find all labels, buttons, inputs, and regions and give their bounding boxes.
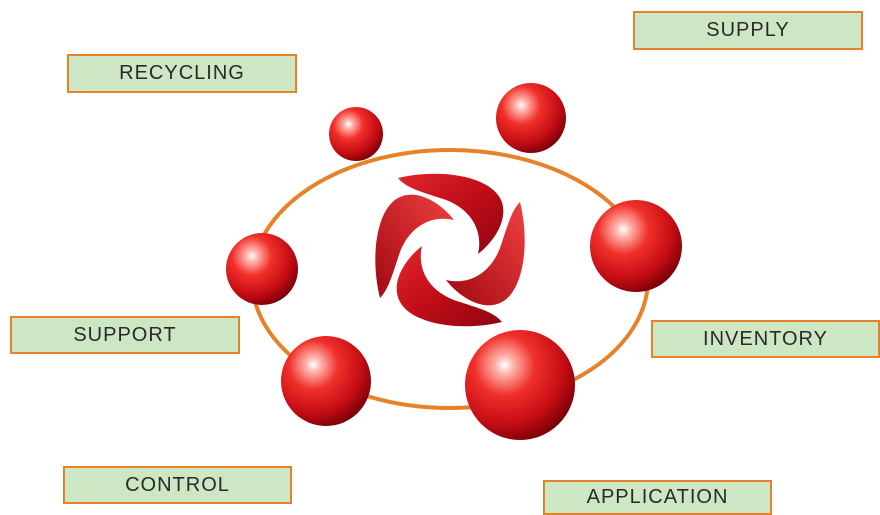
label-support: SUPPORT <box>10 316 240 354</box>
label-supply-text: SUPPLY <box>706 19 790 41</box>
label-application-text: APPLICATION <box>586 486 729 508</box>
label-supply: SUPPLY <box>633 11 863 50</box>
label-control: CONTROL <box>63 466 292 504</box>
sphere-support <box>226 233 298 305</box>
label-recycling-text: RECYCLING <box>119 62 245 84</box>
sphere-application <box>465 330 575 440</box>
label-recycling: RECYCLING <box>67 54 297 93</box>
sphere-control <box>281 336 371 426</box>
label-inventory: INVENTORY <box>651 320 880 358</box>
sphere-recycling <box>329 107 383 161</box>
label-application: APPLICATION <box>543 480 772 515</box>
center-logo-icon <box>375 173 525 327</box>
sphere-inventory <box>590 200 682 292</box>
label-support-text: SUPPORT <box>73 323 177 346</box>
label-inventory-text: INVENTORY <box>703 327 828 350</box>
label-control-text: CONTROL <box>125 473 230 496</box>
sphere-supply <box>496 83 566 153</box>
